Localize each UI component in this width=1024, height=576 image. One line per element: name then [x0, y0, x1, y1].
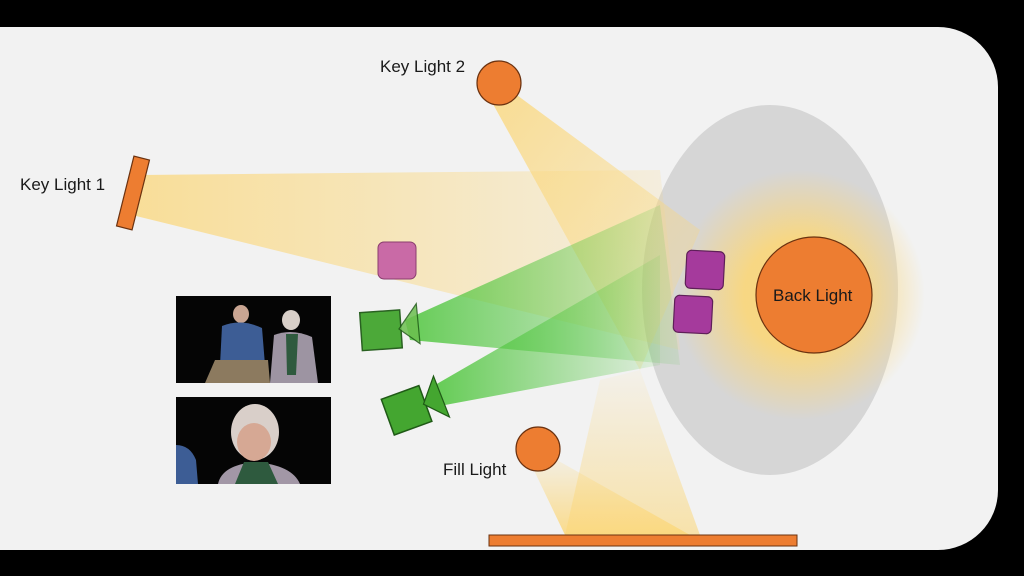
key-light-2-label: Key Light 2	[380, 57, 465, 76]
fill-light-icon	[515, 426, 561, 472]
key-light-1-icon	[115, 155, 151, 231]
camera-1-preview-image	[176, 296, 331, 383]
floor-light-beam	[565, 370, 700, 535]
key-light-1-label: Key Light 1	[20, 175, 105, 194]
back-light-label: Back Light	[773, 286, 853, 305]
camera-2-view	[435, 255, 660, 405]
fill-light-label: Fill Light	[443, 460, 507, 479]
camera-2-preview-image	[176, 397, 331, 484]
back-light-icon	[755, 236, 873, 354]
camera-2-icon	[380, 374, 451, 436]
key-light-2-icon	[476, 60, 522, 106]
subject-2	[672, 294, 714, 335]
floor-light-bar	[488, 534, 798, 547]
subject-1	[684, 249, 726, 291]
subject-faded	[377, 241, 417, 280]
camera-1-icon	[358, 302, 421, 352]
